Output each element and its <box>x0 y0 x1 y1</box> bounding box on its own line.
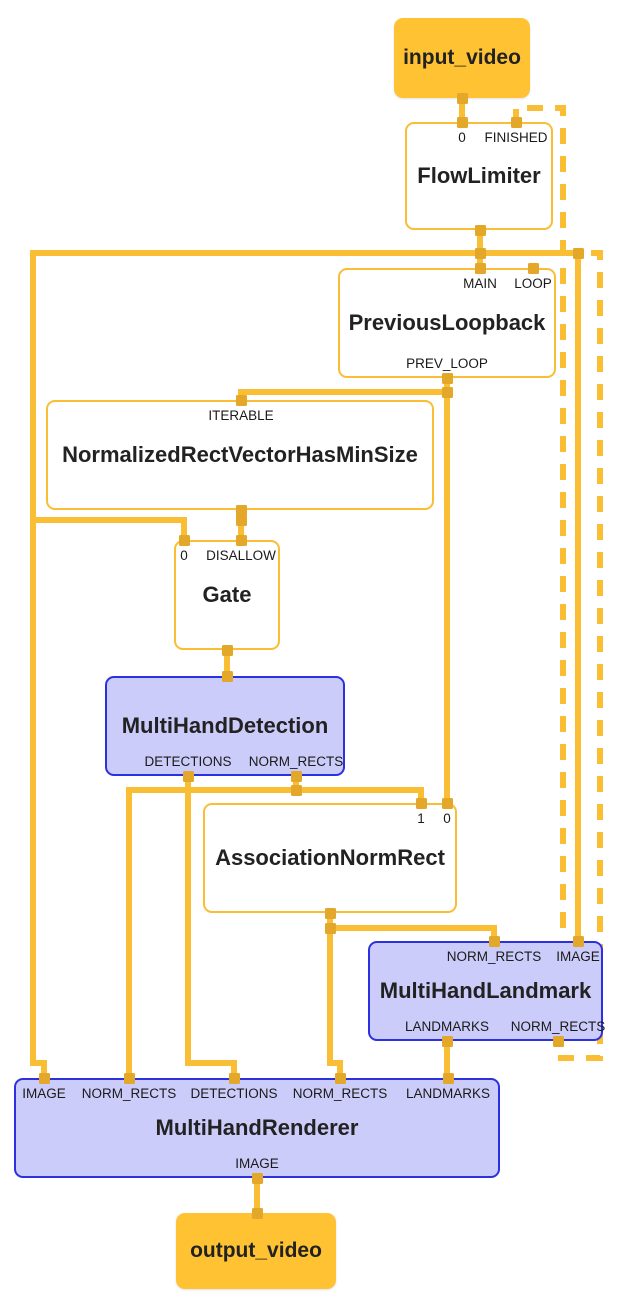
output-port-out[interactable] <box>235 504 247 516</box>
graph-node-has-min-size[interactable]: NormalizedRectVectorHasMinSize <box>46 400 434 510</box>
input-port-in[interactable] <box>221 670 233 682</box>
input-port-detections[interactable] <box>228 1072 240 1084</box>
node-title: Gate <box>202 581 252 607</box>
input-port-norm-rects[interactable] <box>334 1072 346 1084</box>
node-title: MultiHandLandmark <box>379 977 592 1003</box>
node-title: FlowLimiter <box>417 162 541 188</box>
junction-flowlimiter-out <box>474 247 486 259</box>
junction-prev-loop <box>441 386 453 398</box>
input-port-image[interactable] <box>572 935 584 947</box>
output-port-landmarks[interactable] <box>441 1035 453 1047</box>
output-port-out[interactable] <box>474 224 486 236</box>
input-port-0[interactable] <box>456 116 468 128</box>
input-port-norm-rects[interactable] <box>488 935 500 947</box>
input-port-1[interactable] <box>415 797 427 809</box>
node-title: MultiHandRenderer <box>155 1114 359 1140</box>
node-title: MultiHandDetection <box>121 712 329 738</box>
graph-node-previous-loopback[interactable]: PreviousLoopback <box>338 268 556 378</box>
input-port-iterable[interactable] <box>235 394 247 406</box>
input-port-finished[interactable] <box>510 116 522 128</box>
junction-detection-normrects <box>290 784 302 796</box>
output-port-out[interactable] <box>456 92 468 104</box>
graph-node-output-video[interactable]: output_video <box>176 1213 336 1289</box>
node-title: output_video <box>190 1239 322 1263</box>
graph-node-flow-limiter[interactable]: FlowLimiter <box>405 122 553 230</box>
graph-edge <box>293 776 424 803</box>
output-port-norm-rects[interactable] <box>552 1035 564 1047</box>
graph-edge <box>238 378 450 400</box>
graph-edge <box>513 105 566 928</box>
input-port-main[interactable] <box>474 262 486 274</box>
node-title: input_video <box>403 46 521 70</box>
output-port-image[interactable] <box>251 1172 263 1184</box>
output-port-out[interactable] <box>221 644 233 656</box>
output-port-prev-loop[interactable] <box>441 372 453 384</box>
input-port-disallow[interactable] <box>235 534 247 546</box>
junction-image-bus <box>572 247 584 259</box>
input-port-norm-rects[interactable] <box>123 1072 135 1084</box>
graph-edge <box>327 913 497 941</box>
graph-node-multi-hand-renderer[interactable]: MultiHandRenderer <box>14 1078 500 1178</box>
graph-node-multi-hand-detection[interactable]: MultiHandDetection <box>105 676 345 776</box>
node-title: PreviousLoopback <box>348 309 546 335</box>
node-title: NormalizedRectVectorHasMinSize <box>62 441 418 467</box>
graph-edge <box>327 928 343 1078</box>
junction-hasminsize-out <box>235 514 247 526</box>
graph-edge <box>30 520 47 1078</box>
input-port-image[interactable] <box>38 1072 50 1084</box>
input-port-0[interactable] <box>178 534 190 546</box>
output-port-norm-rects[interactable] <box>290 770 302 782</box>
junction-association-out <box>324 922 336 934</box>
input-port-landmarks[interactable] <box>442 1072 454 1084</box>
input-port-loop[interactable] <box>527 262 539 274</box>
node-title: AssociationNormRect <box>215 844 445 870</box>
output-port-detections[interactable] <box>182 770 194 782</box>
graph-node-multi-hand-landmark[interactable]: MultiHandLandmark <box>368 941 603 1041</box>
output-port-out[interactable] <box>324 907 336 919</box>
graph-node-input-video[interactable]: input_video <box>394 18 530 98</box>
graph-node-gate[interactable]: Gate <box>174 540 280 650</box>
input-port-in[interactable] <box>251 1207 263 1219</box>
graph-node-association-norm-rect[interactable]: AssociationNormRect <box>203 803 457 913</box>
input-port-0[interactable] <box>441 797 453 809</box>
